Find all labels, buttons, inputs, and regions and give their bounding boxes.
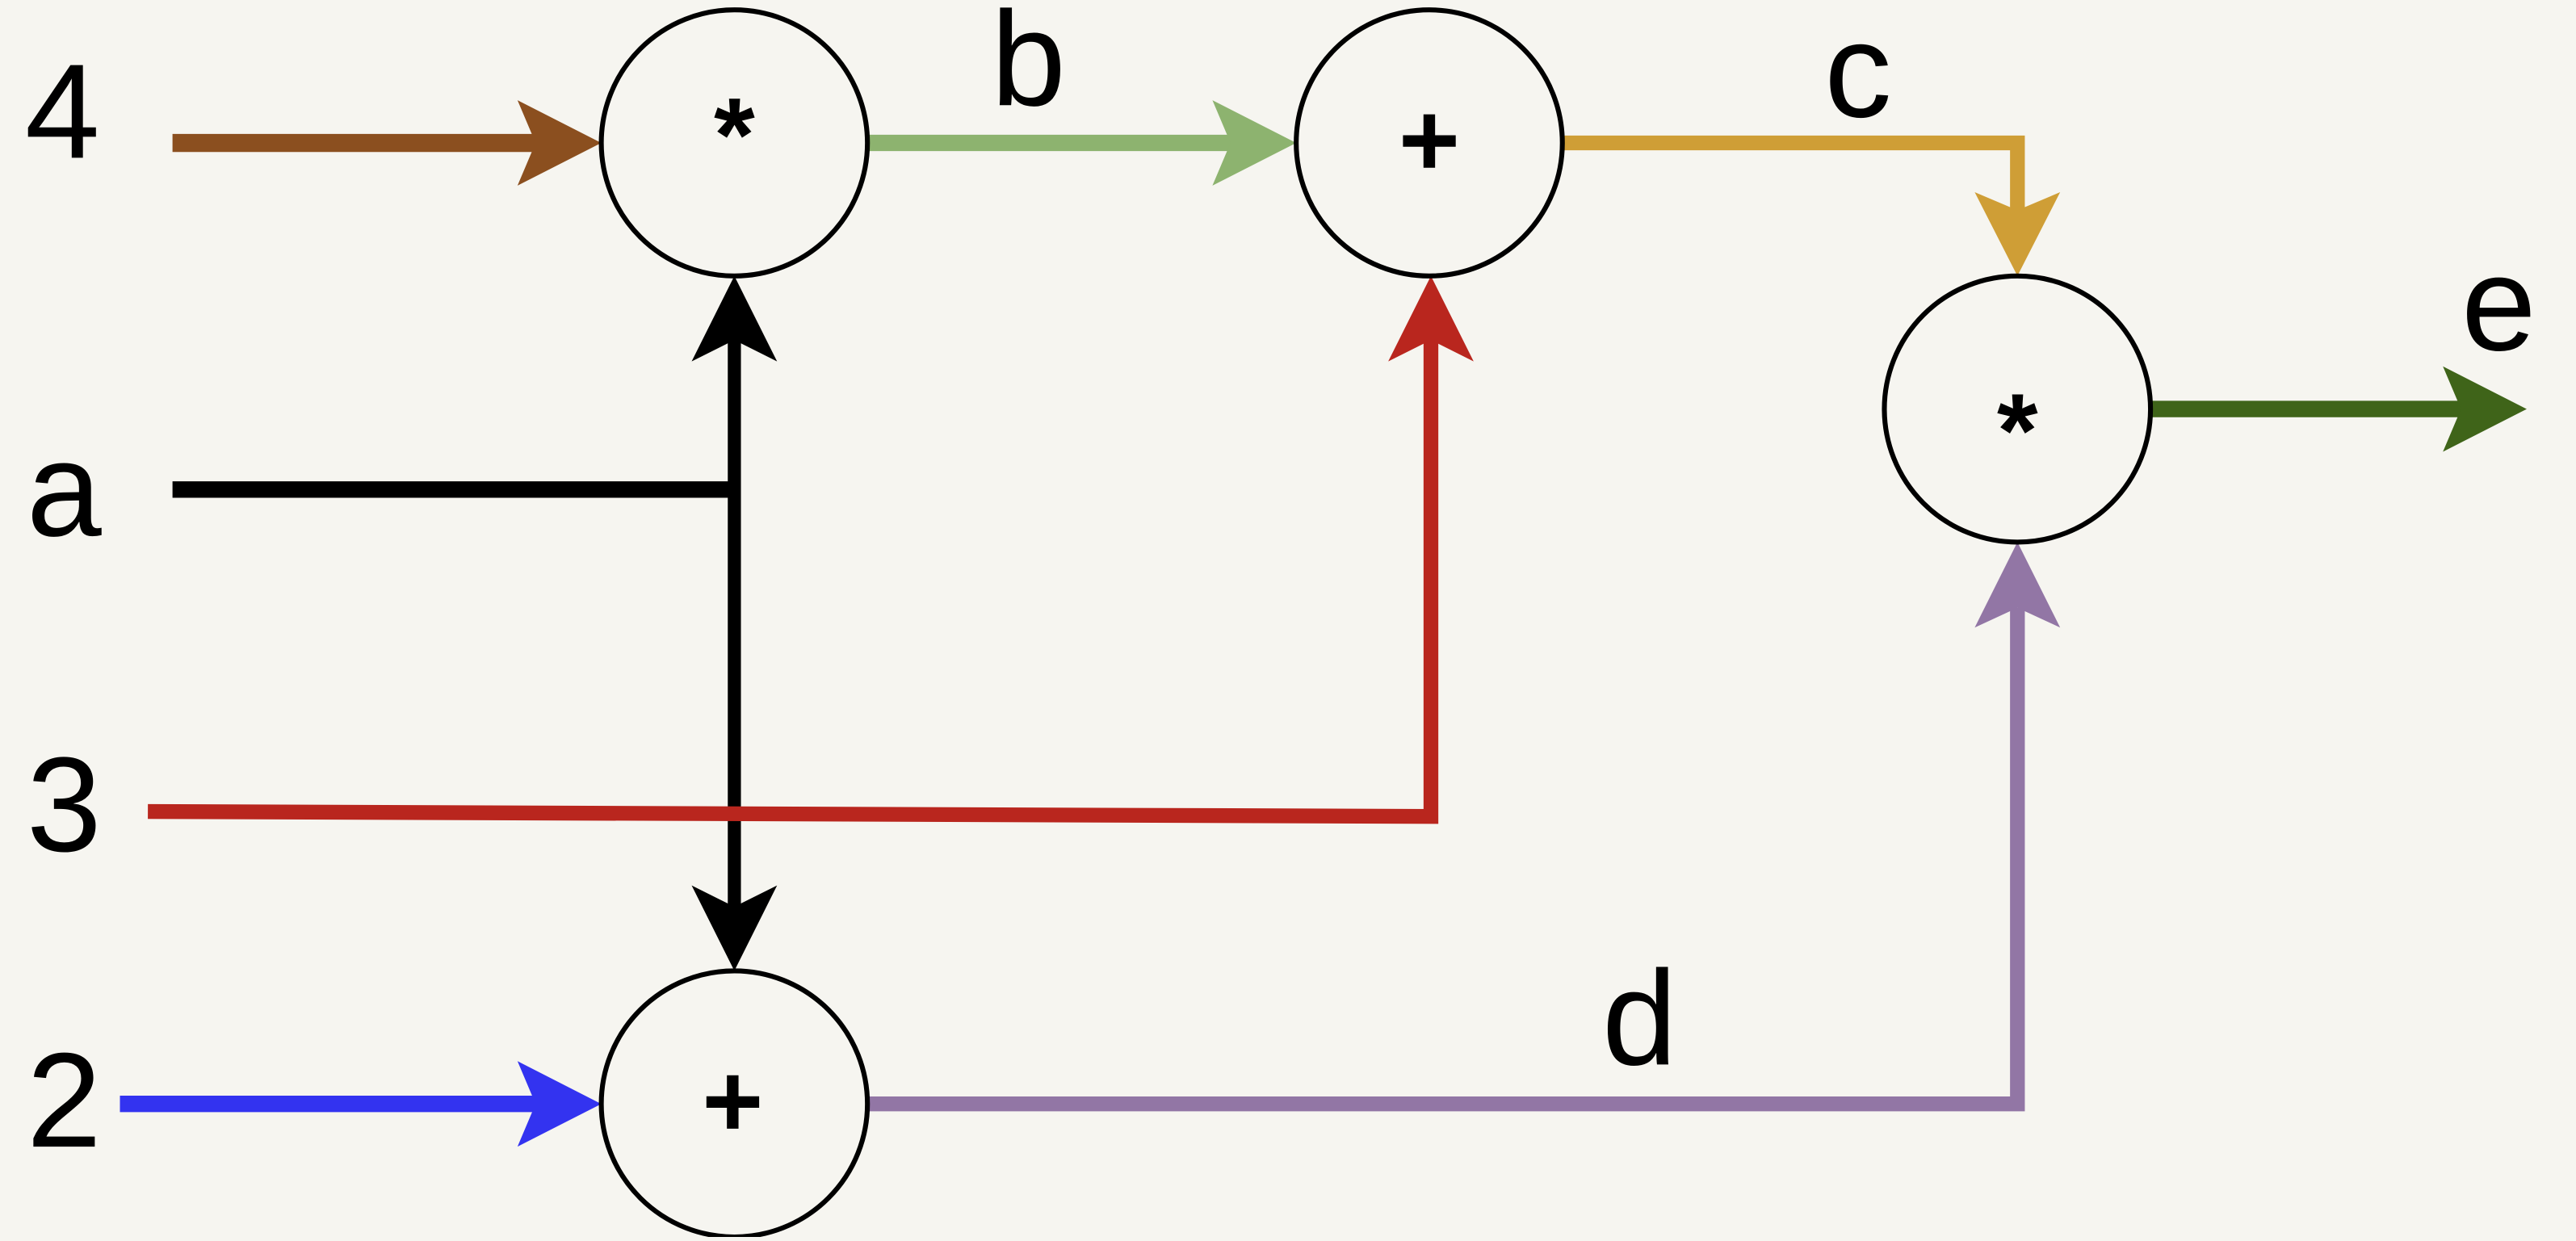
operator-add: + xyxy=(702,1042,763,1159)
edge-4-to-mul1 xyxy=(173,100,602,186)
node-mul1[interactable]: * xyxy=(602,10,868,276)
operator-add: + xyxy=(1399,81,1460,199)
edge-label-b: b xyxy=(991,0,1066,134)
input-label-3: 3 xyxy=(27,730,102,880)
edge-b xyxy=(867,100,1296,186)
edge-3-to-add1 xyxy=(148,276,1474,816)
input-label-2: 2 xyxy=(27,1025,102,1176)
edge-a xyxy=(173,276,778,971)
operator-multiply: * xyxy=(714,76,755,194)
edge-label-c: c xyxy=(1824,0,1891,145)
node-mul2[interactable]: * xyxy=(1885,276,2151,543)
edge-2-to-add2 xyxy=(120,1061,602,1147)
edge-c xyxy=(1563,143,2060,276)
edge-label-e: e xyxy=(2461,228,2536,379)
edge-e xyxy=(2150,367,2527,452)
operator-multiply: * xyxy=(1997,371,2038,489)
node-add1[interactable]: + xyxy=(1296,10,1563,276)
edge-label-d: d xyxy=(1602,943,1677,1093)
input-label-4: 4 xyxy=(25,36,100,187)
input-label-a: a xyxy=(27,414,102,564)
node-add2[interactable]: + xyxy=(602,971,868,1237)
edge-d xyxy=(867,542,2060,1104)
